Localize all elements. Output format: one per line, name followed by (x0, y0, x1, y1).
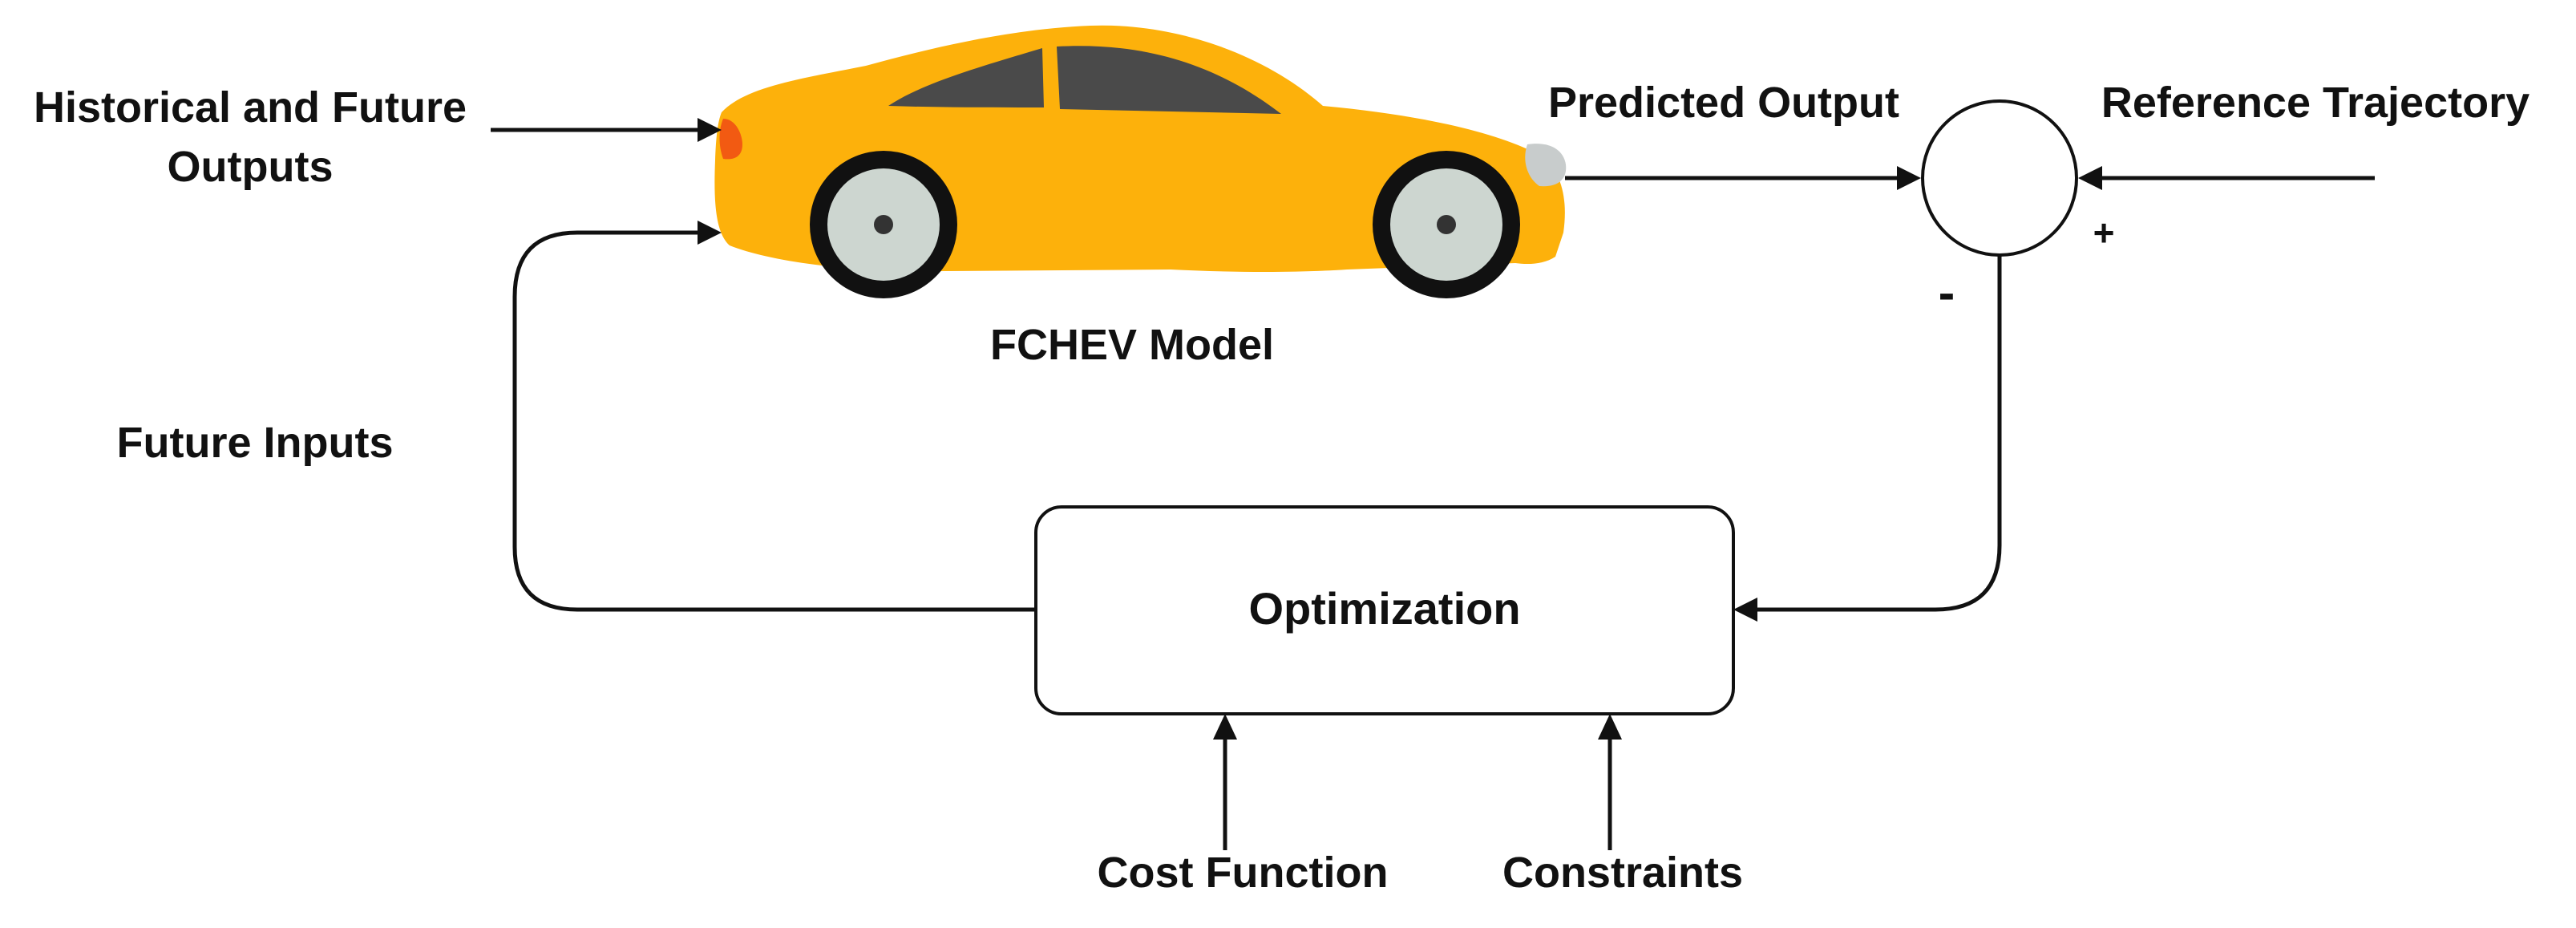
error-feedback-arrowhead (1733, 598, 1757, 622)
car-head-light (1525, 144, 1567, 187)
historical-outputs-label-line2: Outputs (168, 143, 334, 191)
car-rear-window (888, 48, 1044, 107)
summing-junction (1921, 99, 2078, 257)
error-feedback-line (1754, 255, 2002, 612)
predicted-output-label: Predicted Output (1548, 79, 1899, 127)
plus-sign: + (2093, 212, 2115, 253)
reference-trajectory-arrowhead (2078, 166, 2102, 190)
historical-outputs-label-line1: Historical and Future (34, 83, 467, 132)
car-front-window (1057, 46, 1281, 114)
optimization-block (1034, 505, 1735, 715)
car-front-wheel (1373, 151, 1520, 298)
future-inputs-line (512, 230, 1036, 612)
car-model-image (714, 25, 1567, 298)
car-rear-wheel (810, 151, 957, 298)
optimization-label: Optimization (1248, 583, 1520, 634)
minus-sign: - (1939, 265, 1955, 321)
cost-function-arrowhead (1213, 714, 1237, 740)
future-inputs-arrowhead (698, 221, 722, 245)
fchev-model-label: FCHEV Model (990, 321, 1274, 369)
predicted-output-arrowhead (1897, 166, 1921, 190)
reference-trajectory-label: Reference Trajectory (2101, 79, 2529, 127)
future-inputs-label: Future Inputs (117, 419, 394, 467)
constraints-arrowhead (1598, 714, 1622, 740)
constraints-label: Constraints (1502, 849, 1743, 897)
car-tail-light (719, 119, 742, 160)
connector-lines (491, 118, 2375, 850)
historical-outputs-arrowhead (698, 118, 722, 142)
cost-function-label: Cost Function (1098, 849, 1389, 897)
